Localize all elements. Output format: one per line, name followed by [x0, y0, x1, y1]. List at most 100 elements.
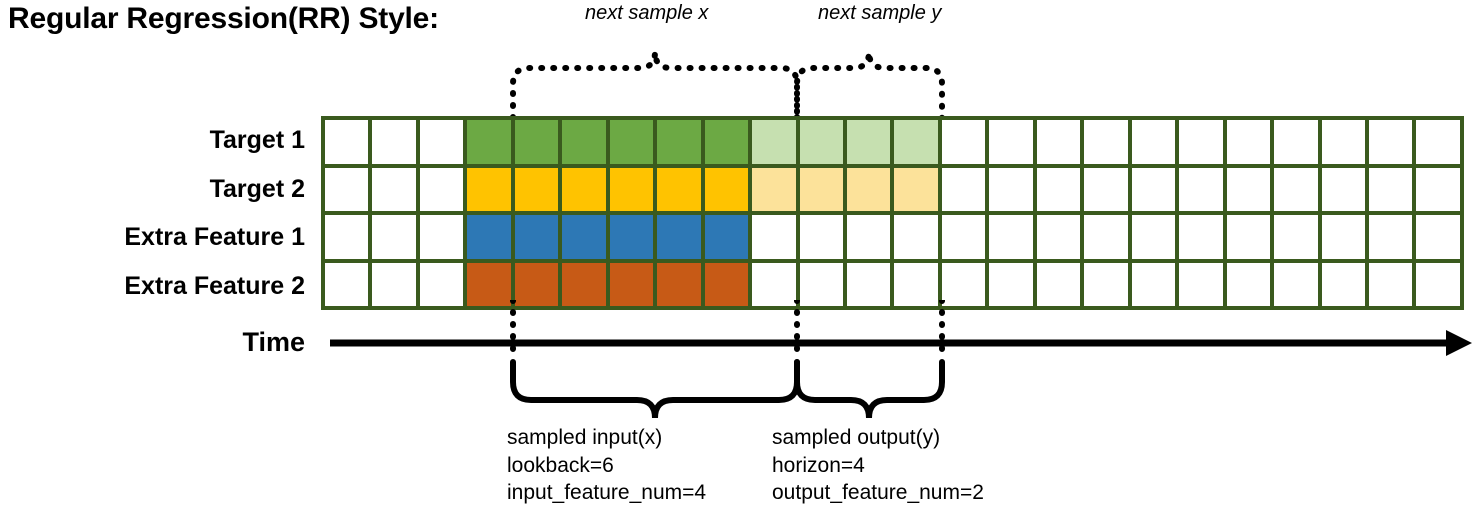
grid-cell-empty	[1274, 215, 1318, 259]
grid-cell-empty	[1368, 167, 1413, 211]
grid-cell-empty	[1416, 262, 1460, 306]
grid-cell-empty	[894, 215, 938, 259]
grid-cell-output	[799, 120, 843, 164]
caption-sampled-output: sampled output(y) horizon=4 output_featu…	[772, 426, 984, 505]
timeline-row-3	[325, 215, 1460, 259]
row-label-target-1: Target 1	[209, 126, 305, 154]
grid-cell-input	[609, 262, 654, 306]
grid-cell-input	[467, 167, 511, 211]
grid-cell-empty	[372, 262, 416, 306]
grid-cell-empty	[1179, 167, 1223, 211]
time-axis-arrowhead	[1446, 330, 1472, 356]
label-next-sample-y: next sample y	[818, 2, 942, 24]
grid-cell-output	[846, 167, 891, 211]
grid-cell-empty	[1416, 120, 1460, 164]
row-label-extra-feature-2: Extra Feature 2	[124, 271, 305, 300]
grid-cell-empty	[325, 167, 369, 211]
row-label-target-2: Target 2	[209, 174, 305, 203]
grid-cell-empty	[989, 167, 1033, 211]
grid-cell-empty	[1321, 262, 1365, 306]
grid-cell-empty	[325, 215, 369, 259]
grid-cell-empty	[941, 215, 986, 259]
grid-cell-empty	[989, 120, 1033, 164]
grid-cell-empty	[1321, 120, 1365, 164]
grid-cell-empty	[419, 215, 464, 259]
grid-cell-empty	[419, 262, 464, 306]
grid-cell-input	[562, 215, 606, 259]
grid-cell-empty	[846, 262, 891, 306]
grid-cell-empty	[1226, 167, 1271, 211]
grid-cell-output	[799, 167, 843, 211]
grid-cell-empty	[1179, 215, 1223, 259]
grid-cell-input	[514, 215, 559, 259]
grid-cell-empty	[419, 120, 464, 164]
grid-cell-empty	[1321, 167, 1365, 211]
grid-cell-empty	[325, 120, 369, 164]
grid-cell-empty	[1226, 262, 1271, 306]
grid-cell-empty	[1084, 262, 1128, 306]
grid-cell-empty	[1084, 215, 1128, 259]
grid-cell-empty	[1368, 120, 1413, 164]
timeline-grid	[321, 116, 1464, 310]
grid-cell-empty	[1368, 215, 1413, 259]
grid-cell-empty	[1416, 167, 1460, 211]
grid-cell-output	[752, 167, 796, 211]
grid-cell-input	[657, 215, 701, 259]
grid-cell-input	[704, 215, 749, 259]
grid-cell-input	[704, 167, 749, 211]
grid-cell-empty	[1131, 167, 1176, 211]
grid-cell-empty	[941, 262, 986, 306]
grid-cell-input	[704, 120, 749, 164]
row-label-extra-feature-1: Extra Feature 1	[124, 223, 305, 251]
grid-cell-input	[562, 262, 606, 306]
grid-cell-empty	[1321, 215, 1365, 259]
grid-cell-empty	[941, 120, 986, 164]
brace-sampled-input	[510, 359, 800, 419]
grid-cell-input	[562, 120, 606, 164]
grid-cell-empty	[372, 167, 416, 211]
grid-cell-empty	[1226, 215, 1271, 259]
grid-cell-empty	[1179, 262, 1223, 306]
grid-cell-empty	[1274, 167, 1318, 211]
grid-cell-empty	[1131, 262, 1176, 306]
timeline-row-1	[325, 120, 1460, 164]
grid-cell-empty	[372, 120, 416, 164]
grid-cell-empty	[1036, 215, 1081, 259]
grid-cell-input	[609, 120, 654, 164]
brace-next-sample-x	[510, 51, 800, 120]
grid-cell-empty	[799, 262, 843, 306]
grid-cell-output	[846, 120, 891, 164]
grid-cell-empty	[1179, 120, 1223, 164]
grid-cell-input	[657, 167, 701, 211]
grid-cell-empty	[989, 262, 1033, 306]
grid-cell-empty	[989, 215, 1033, 259]
caption-sampled-input: sampled input(x) lookback=6 input_featur…	[507, 426, 707, 505]
grid-cell-empty	[1368, 262, 1413, 306]
grid-cell-input	[704, 262, 749, 306]
grid-cell-empty	[799, 215, 843, 259]
grid-cell-empty	[1131, 120, 1176, 164]
timeline-row-4	[325, 262, 1460, 306]
grid-cell-input	[514, 167, 559, 211]
label-next-sample-x: next sample x	[585, 2, 709, 24]
grid-cell-empty	[941, 167, 986, 211]
grid-cell-output	[752, 120, 796, 164]
grid-cell-empty	[1226, 120, 1271, 164]
grid-cell-input	[514, 120, 559, 164]
grid-cell-empty	[1084, 167, 1128, 211]
grid-cell-empty	[752, 262, 796, 306]
grid-cell-input	[467, 262, 511, 306]
brace-next-sample-y	[794, 51, 945, 120]
grid-cell-empty	[1036, 120, 1081, 164]
grid-cell-input	[467, 120, 511, 164]
timeline-row-2	[325, 167, 1460, 211]
grid-cell-input	[657, 120, 701, 164]
page-title: Regular Regression(RR) Style:	[8, 2, 439, 35]
grid-cell-empty	[1416, 215, 1460, 259]
grid-cell-empty	[1036, 262, 1081, 306]
time-axis-label: Time	[242, 327, 305, 357]
grid-cell-input	[562, 167, 606, 211]
grid-cell-output	[894, 167, 938, 211]
grid-cell-empty	[1084, 120, 1128, 164]
grid-cell-input	[609, 215, 654, 259]
